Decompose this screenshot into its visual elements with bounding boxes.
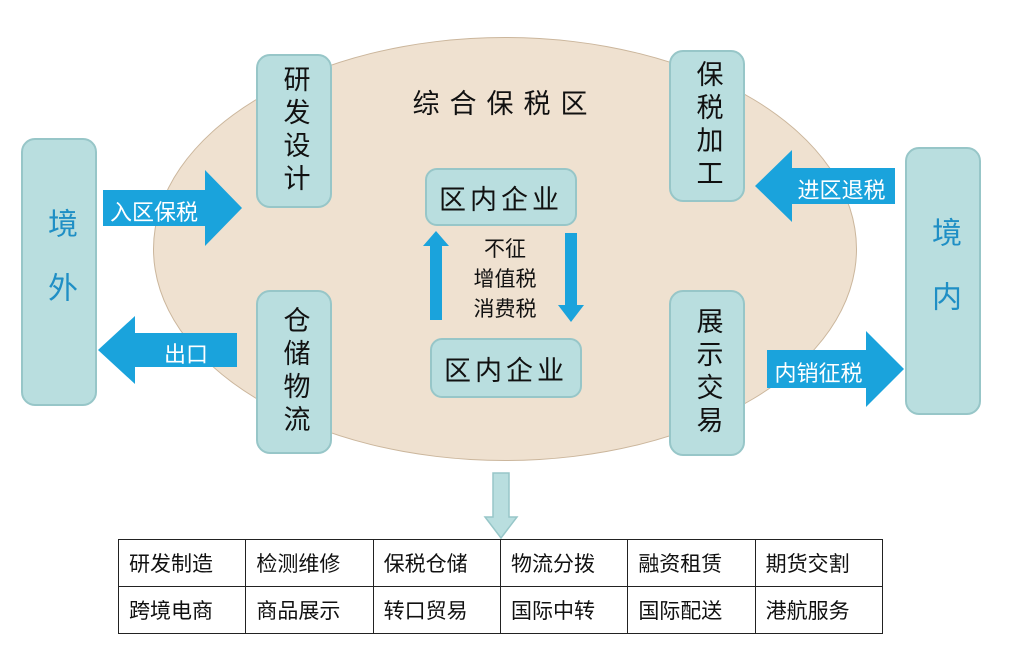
activities-table: 研发制造 检测维修 保税仓储 物流分拨 融资租赁 期货交割 跨境电商 商品展示 … [117,539,884,634]
internal-up-arrow [423,231,449,320]
down-to-activities-arrow [483,472,519,540]
internal-down-arrow [558,233,584,322]
table-cell: 物流分拨 [499,539,629,587]
table-cell: 保税仓储 [372,539,501,587]
table-cell: 国际配送 [627,586,756,634]
entry-refund-arrow [755,150,895,222]
table-cell: 转口贸易 [372,586,501,634]
inside-box: 境内 [905,147,981,415]
export-label: 出口 [163,343,208,368]
inside-label: 境内 [926,217,961,345]
table-cell: 期货交割 [754,539,884,587]
domestic-sale-arrow [767,331,904,407]
enterprise-label-top: 区内企业 [439,184,563,216]
table-cell: 商品展示 [245,586,374,634]
table-cell: 融资租赁 [627,539,756,587]
entry-refund-label: 进区退税 [797,179,886,204]
bonded-processing-box: 保税加工 [669,50,745,202]
table-row: 跨境电商 商品展示 转口贸易 国际中转 国际配送 港航服务 [117,586,884,634]
warehousing-label: 仓储物流 [278,306,310,438]
tax-exemption-note: 不征 增值税 消费税 [455,234,555,324]
table-cell: 港航服务 [754,586,884,634]
enterprise-box-top: 区内企业 [425,168,577,226]
table-cell: 研发制造 [117,539,247,587]
export-arrow [98,316,237,384]
enterprise-box-bottom: 区内企业 [430,338,582,398]
table-cell: 跨境电商 [117,586,247,634]
outside-label: 境外 [42,208,77,336]
table-cell: 国际中转 [499,586,629,634]
bonded-processing-label: 保税加工 [691,60,723,192]
exhibition-box: 展示交易 [669,290,745,456]
rd-design-label: 研发设计 [278,65,310,197]
table-cell: 检测维修 [245,539,374,587]
enter-bonded-label: 入区保税 [109,201,198,226]
enterprise-label-bottom: 区内企业 [444,355,568,387]
outside-box: 境外 [21,138,97,406]
exhibition-label: 展示交易 [691,307,723,439]
rd-design-box: 研发设计 [256,54,332,208]
note-line-1: 不征 [484,237,526,261]
table-row: 研发制造 检测维修 保税仓储 物流分拨 融资租赁 期货交割 [117,539,884,587]
note-line-2: 增值税 [473,267,537,291]
domestic-sale-label: 内销征税 [774,362,863,387]
warehousing-box: 仓储物流 [256,290,332,454]
zone-title: 综合保税区 [412,89,598,120]
enter-bonded-arrow [103,170,242,246]
note-line-3: 消费税 [473,297,537,321]
